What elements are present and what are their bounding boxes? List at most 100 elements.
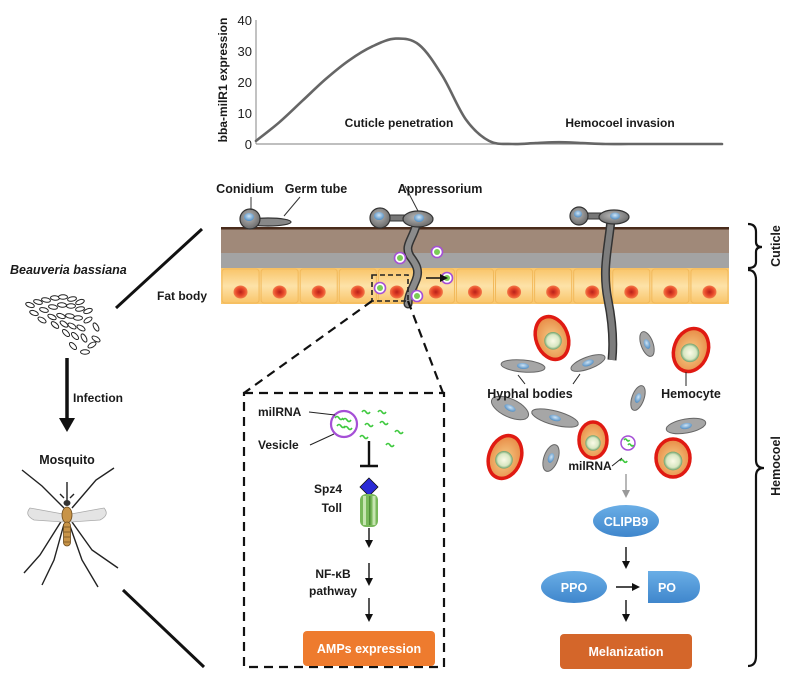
cell-nucleus [624, 285, 639, 299]
spore [68, 341, 78, 351]
spore [58, 294, 68, 300]
hyphal-body [570, 354, 606, 372]
spore [25, 301, 35, 309]
spore [83, 307, 93, 315]
spz4-icon [359, 477, 379, 497]
spore [61, 328, 71, 338]
spore [67, 296, 77, 302]
spore [47, 313, 57, 321]
milrna-strand [627, 443, 635, 447]
label-spz4: Spz4 [314, 482, 342, 496]
cell-nucleus [428, 285, 443, 299]
milrna-strands [334, 409, 404, 448]
y-tick-label: 0 [245, 137, 252, 152]
milrna-strand [394, 429, 404, 435]
spore [57, 302, 67, 308]
milrna-strand [359, 434, 369, 440]
milrna-strand [385, 442, 395, 448]
label-toll: Toll [322, 501, 342, 515]
hyphal-body [490, 395, 530, 421]
label-hemocoel: Hemocoel [769, 436, 783, 496]
cell-nucleus [507, 285, 522, 299]
hyphal-body [630, 385, 646, 411]
deep-hypha [569, 206, 630, 361]
hyphal-body [542, 444, 560, 472]
y-tick-label: 20 [238, 75, 252, 90]
cell-nucleus [663, 285, 678, 299]
spore [70, 331, 80, 341]
label-milrna-inset: milRNA [258, 405, 302, 419]
hemocyte [533, 314, 571, 362]
label-hemocyte: Hemocyte [661, 387, 721, 401]
label-clipb9: CLIPB9 [604, 515, 649, 529]
amps-expression-box: AMPs expression [303, 631, 435, 666]
spore [50, 321, 60, 329]
milrna-strand [361, 409, 371, 415]
spore [76, 324, 86, 332]
appressorium-penetrating-hypha [369, 185, 434, 309]
cell-nucleus [546, 285, 561, 299]
label-cuticle: Cuticle [769, 225, 783, 267]
milrna-strand [379, 420, 389, 426]
spore [41, 297, 51, 303]
spore [75, 298, 85, 306]
label-amps-expression: AMPs expression [317, 642, 421, 656]
spore [73, 315, 83, 321]
cuticle-brace [747, 222, 763, 270]
milrna-strand [342, 417, 352, 423]
hyphal-body [665, 417, 707, 435]
milrna-hemocoel [619, 438, 635, 464]
hemocyte [654, 437, 692, 479]
spore [48, 304, 58, 310]
zoom-line-top [114, 227, 204, 310]
clipb9-node: CLIPB9 [593, 505, 659, 537]
cell-nucleus [585, 285, 600, 299]
annotation-hemocoel-invasion: Hemocoel invasion [565, 116, 674, 130]
cell-nucleus [350, 285, 365, 299]
melanization-box: Melanization [560, 634, 692, 669]
spore [80, 349, 90, 355]
series-line-bba-milR1 [254, 37, 724, 146]
spore [29, 309, 39, 317]
milrna-strand [364, 422, 374, 428]
spore [33, 299, 43, 305]
milrna-strand [334, 415, 344, 421]
beauveria-fungus-icon [25, 294, 101, 355]
fat-body-cells [221, 268, 729, 304]
spore [91, 335, 101, 343]
label-nfkb: NF-κB [315, 567, 351, 581]
label-milrna-hemocoel: milRNA [568, 459, 612, 473]
hemocyte [577, 420, 609, 460]
spore [66, 303, 76, 309]
toll-receptor-icon [360, 494, 378, 527]
label-pathway: pathway [309, 584, 357, 598]
po-node: PO [648, 571, 700, 603]
hyphal-body [500, 359, 546, 373]
y-axis-label: bba-milR1 expression [216, 18, 230, 143]
zoom-source-box [371, 274, 409, 302]
cuticle-layer [221, 227, 729, 268]
y-tick-label: 10 [238, 106, 252, 121]
hemocyte [671, 326, 711, 374]
label-appressorium: Appressorium [398, 182, 483, 196]
annotation-cuticle-penetration: Cuticle penetration [345, 116, 454, 130]
vesicle-icon [329, 409, 359, 439]
label-po: PO [658, 581, 676, 595]
hyphal-body [531, 408, 579, 428]
label-hyphal-bodies: Hyphal bodies [487, 387, 572, 401]
cell-nucleus [468, 285, 482, 299]
cell-nucleus [233, 285, 248, 299]
spore [59, 320, 69, 328]
toll-pathway-inset [242, 300, 446, 669]
spore [67, 322, 77, 330]
cell-nucleus [702, 285, 717, 299]
milrna-strand [377, 409, 387, 415]
label-vesicle: Vesicle [258, 438, 299, 452]
label-mosquito: Mosquito [39, 453, 95, 467]
spore [80, 333, 88, 343]
hemocoel-brace [747, 268, 765, 668]
spore [39, 307, 49, 313]
hemocytes [486, 314, 711, 481]
